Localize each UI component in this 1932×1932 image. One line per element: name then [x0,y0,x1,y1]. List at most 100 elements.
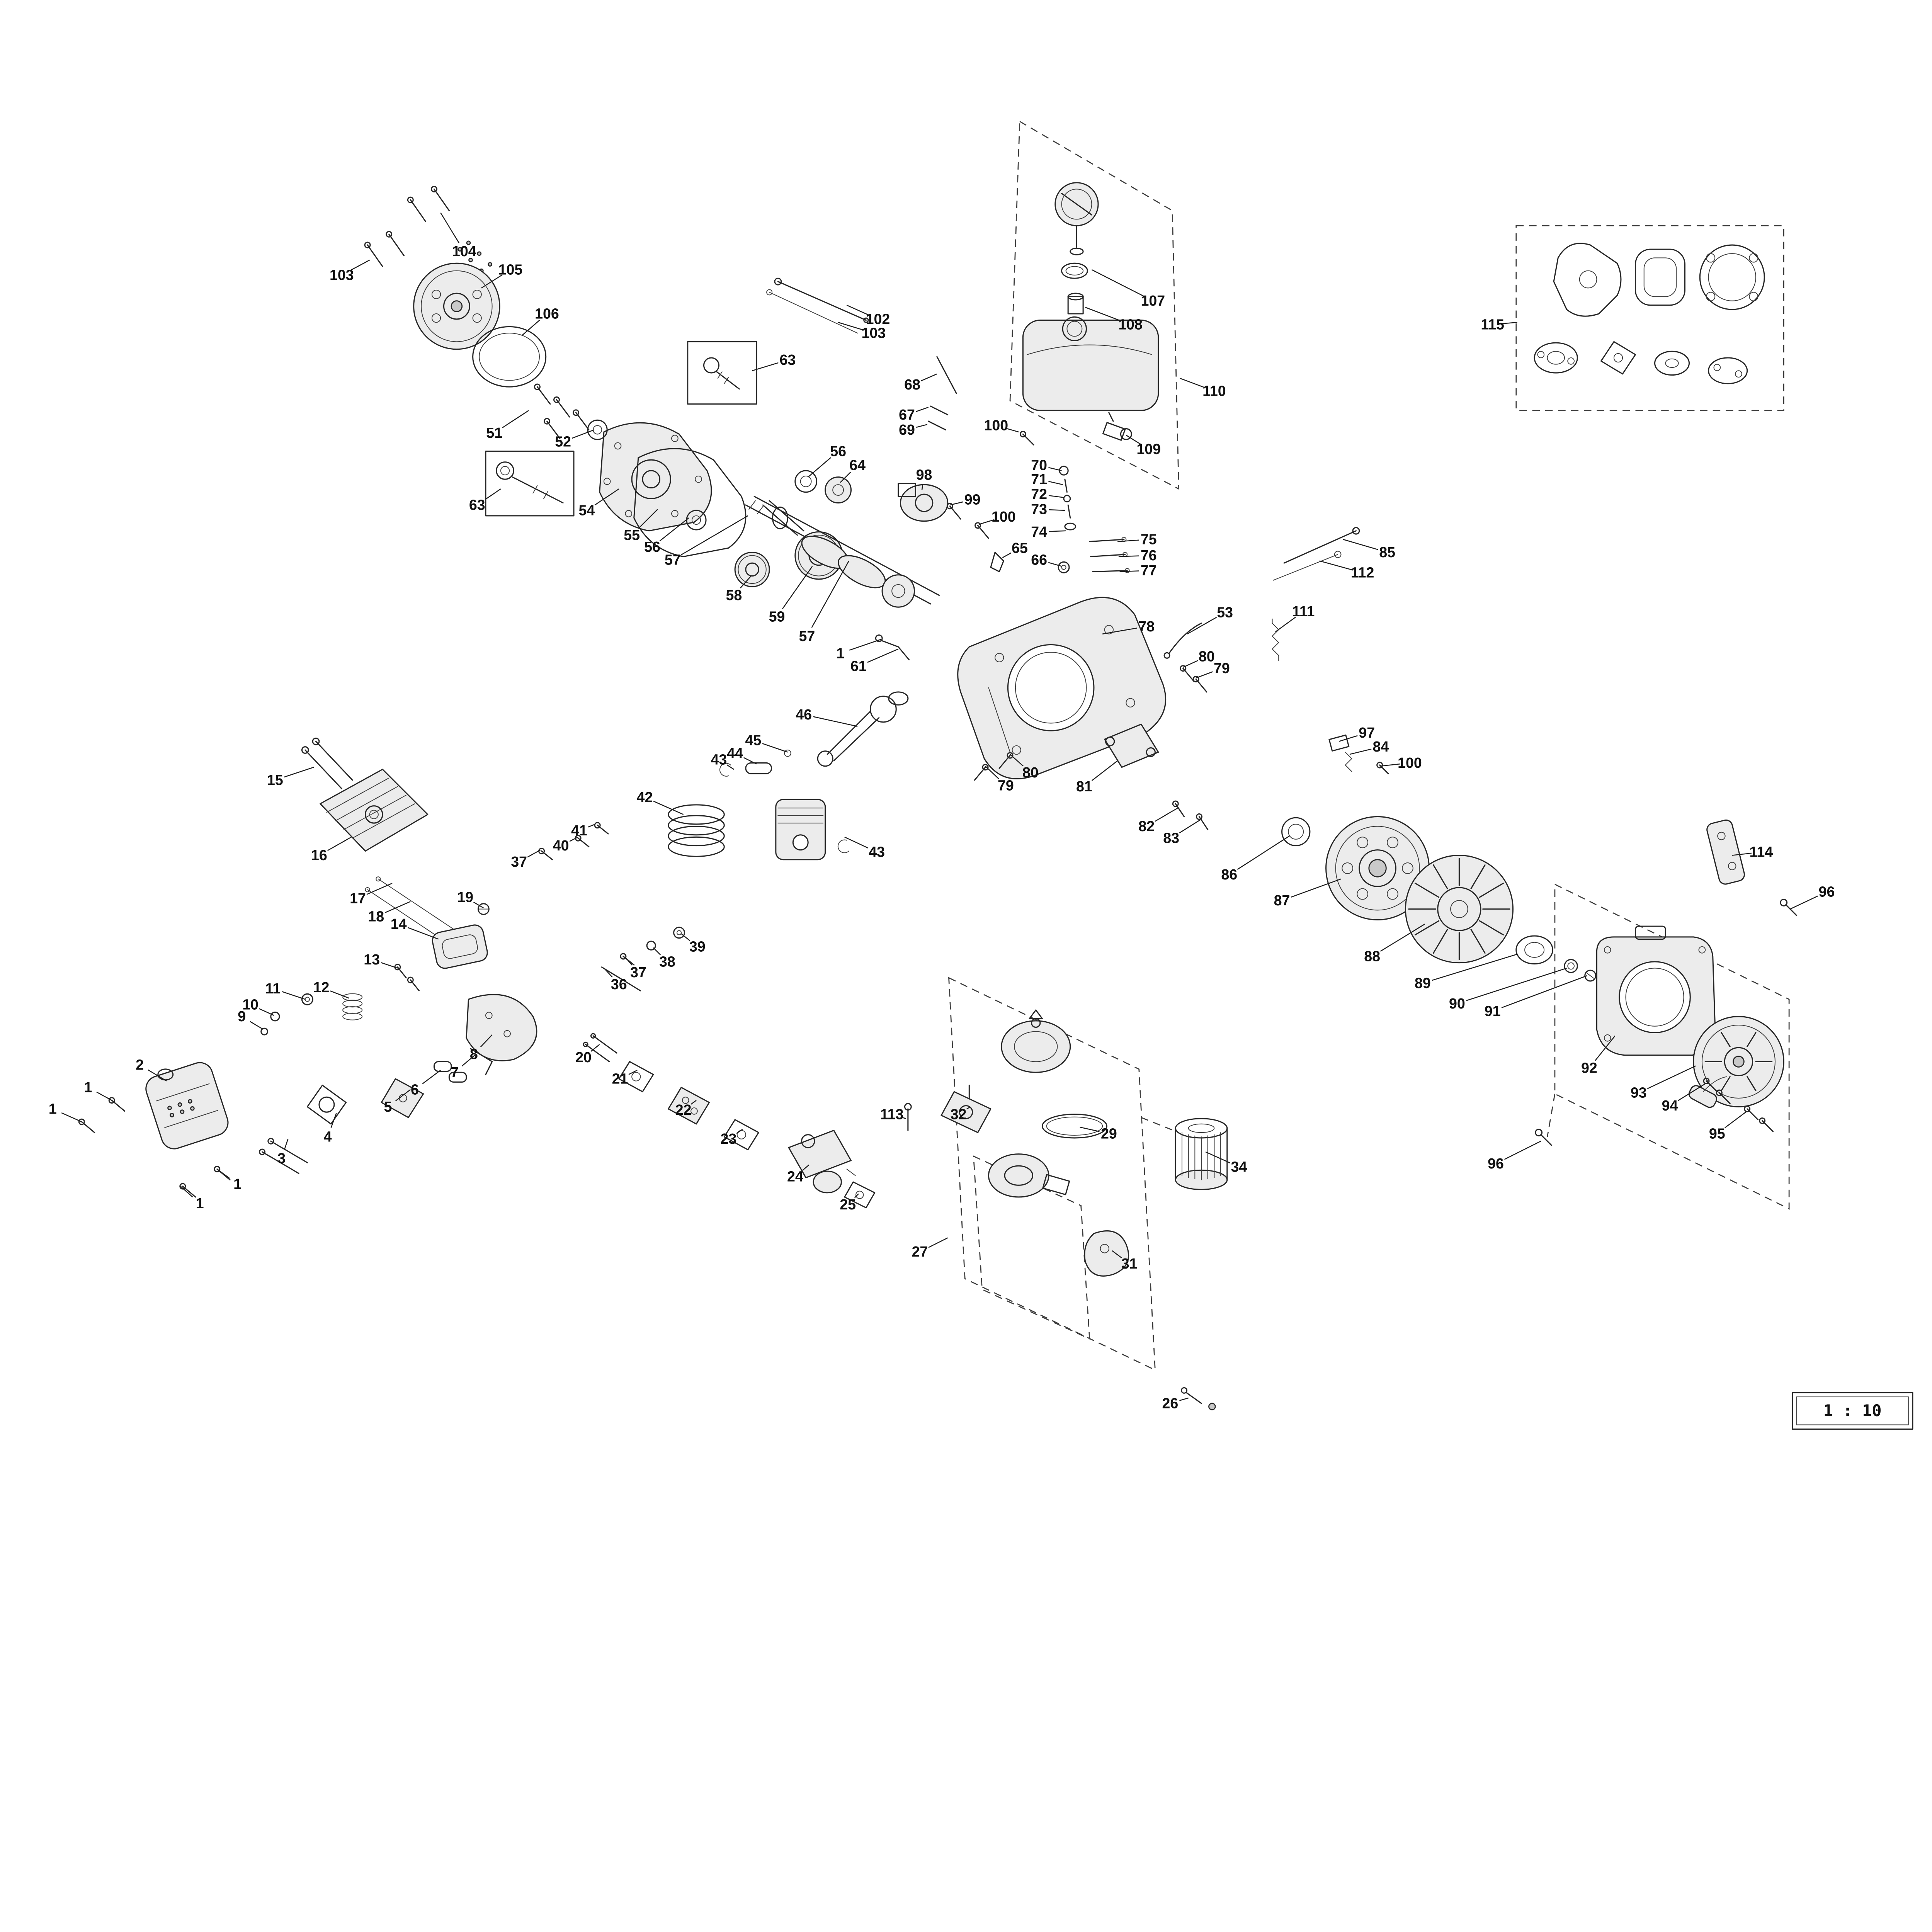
svg-text:97: 97 [1359,724,1375,741]
svg-text:95: 95 [1709,1125,1725,1141]
part-label-63: 63 [469,488,501,513]
svg-text:107: 107 [1141,293,1165,309]
air-cleaner-plate [940,1085,992,1133]
part-label-76: 76 [1118,547,1157,563]
carb-gasket-1 [618,1061,654,1092]
part-label-2: 2 [136,1056,167,1082]
part-label-87: 87 [1274,878,1341,908]
part-label-63: 63 [752,352,796,371]
part-label-20: 20 [575,1044,600,1065]
part-label-106: 106 [522,306,559,336]
svg-text:22: 22 [675,1102,692,1118]
part-label-80: 80 [1010,754,1039,781]
part-label-26: 26 [1162,1395,1189,1411]
svg-text:69: 69 [899,422,915,438]
svg-text:92: 92 [1581,1060,1597,1076]
part-label-4: 4 [324,1113,337,1145]
part-label-109: 109 [1126,435,1161,457]
part-label-102: 102 [846,304,890,327]
part-label-84: 84 [1349,738,1389,755]
svg-text:86: 86 [1221,866,1237,883]
svg-text:1: 1 [836,645,844,661]
part-label-53: 53 [1187,604,1233,634]
oil-seal [587,419,608,440]
governor-arm [875,634,910,660]
gasket-kit [1534,243,1765,384]
svg-text:61: 61 [850,658,867,674]
part-label-114: 114 [1732,844,1773,860]
svg-text:98: 98 [916,467,932,483]
svg-text:26: 26 [1162,1395,1178,1411]
svg-text:7: 7 [451,1064,459,1080]
part-label-1: 1 [180,1186,204,1211]
svg-text:81: 81 [1076,778,1092,794]
svg-text:109: 109 [1136,441,1161,457]
gasket-kit-box [1515,225,1784,411]
governor-spring [1272,618,1279,662]
part-label-39: 39 [681,933,706,954]
svg-text:71: 71 [1031,471,1047,487]
cooling-fan [1405,855,1514,964]
svg-text:8: 8 [470,1046,478,1062]
part-label-25: 25 [840,1193,859,1213]
svg-text:29: 29 [1101,1125,1117,1141]
svg-text:25: 25 [840,1196,856,1213]
part-label-88: 88 [1364,923,1425,964]
part-label-115: 115 [1481,316,1517,332]
part-label-77: 77 [1119,562,1157,578]
svg-text:76: 76 [1141,547,1157,563]
part-label-41: 41 [571,822,596,838]
svg-text:111: 111 [1292,603,1315,619]
flywheel-brake-hardware [364,185,492,273]
svg-text:21: 21 [612,1070,628,1087]
part-label-98: 98 [916,467,932,490]
carburetor [788,1129,856,1194]
svg-text:1: 1 [233,1176,242,1192]
part-label-78: 78 [1102,618,1155,634]
part-label-100: 100 [984,417,1019,434]
part-label-7: 7 [451,1054,476,1080]
head-bolts [974,665,1208,781]
part-label-104: 104 [440,212,476,259]
part-label-32: 32 [951,1106,971,1122]
oil-plug-detail-box [687,341,757,405]
part-label-43: 43 [844,837,885,860]
part-label-17: 17 [350,883,393,906]
part-label-75: 75 [1117,531,1157,548]
part-label-21: 21 [612,1070,638,1087]
part-label-99: 99 [949,492,981,508]
part-label-70: 70 [1031,457,1062,473]
part-label-24: 24 [787,1164,810,1185]
svg-text:10: 10 [242,997,259,1013]
svg-text:14: 14 [391,916,407,932]
governor-gear [825,476,852,503]
part-label-74: 74 [1031,524,1066,540]
flywheel-washer [1564,959,1578,973]
part-label-6: 6 [411,1070,441,1097]
svg-text:75: 75 [1141,531,1157,548]
svg-text:16: 16 [311,847,327,863]
part-label-91: 91 [1485,975,1587,1019]
part-label-100: 100 [1379,755,1422,771]
recoil-starter [1688,1016,1784,1108]
svg-text:67: 67 [899,406,915,423]
svg-text:46: 46 [796,706,812,723]
svg-text:66: 66 [1031,551,1047,568]
svg-text:106: 106 [535,306,559,322]
dipstick-detail-box [485,451,575,517]
svg-text:77: 77 [1141,562,1157,578]
svg-text:94: 94 [1662,1097,1678,1114]
muffler-studs [259,1138,308,1174]
svg-text:44: 44 [727,745,743,761]
part-label-89: 89 [1415,954,1517,991]
svg-text:56: 56 [830,443,846,459]
crank-seal [1281,817,1311,847]
cover-bolts [534,383,590,439]
svg-text:20: 20 [575,1049,592,1065]
part-label-3: 3 [277,1139,289,1166]
part-label-52: 52 [555,429,595,449]
air-cleaner-base [988,1153,1070,1198]
carb-insulator [668,1087,710,1125]
svg-text:57: 57 [799,628,815,644]
